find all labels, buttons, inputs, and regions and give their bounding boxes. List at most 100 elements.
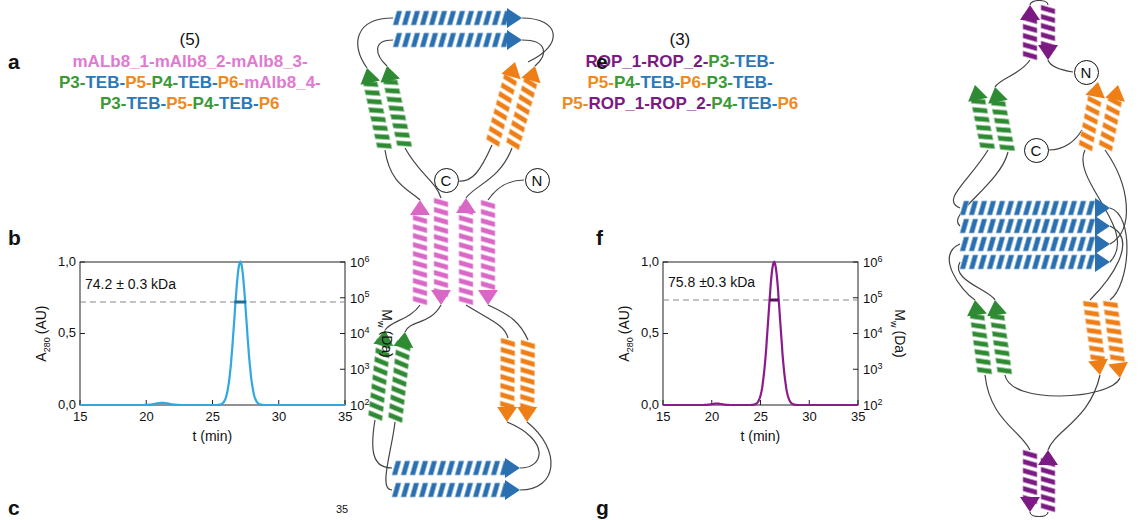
helix-turn-back: [1041, 14, 1055, 23]
helix-turn-front: [410, 461, 419, 475]
helix-turn-back: [413, 287, 427, 296]
helix-turn-back: [1023, 468, 1037, 477]
helix-turn-front: [996, 255, 1005, 269]
helix-turn-back: [996, 124, 1011, 136]
sequence-module: TEB-: [219, 94, 259, 113]
helix-turn-front: [1077, 201, 1086, 215]
helix-turn-front: [1014, 201, 1023, 215]
helix-turn-front: [481, 227, 495, 236]
helix-turn-back: [474, 11, 483, 25]
power-exponent: 2: [364, 397, 369, 407]
helix-turn-front: [1014, 237, 1023, 251]
x-axis-title: t (min): [193, 428, 233, 444]
sequence-module: P3-: [100, 94, 126, 113]
helix-turn-front: [996, 356, 1011, 367]
power-exponent: 3: [364, 361, 369, 371]
helix-turn-front: [960, 255, 969, 269]
helix-turn-back: [385, 85, 401, 97]
helix-turn-front: [500, 374, 514, 383]
helix-turn-back: [434, 243, 448, 252]
helix-turn-back: [410, 461, 419, 475]
helix-turn-front: [429, 11, 438, 25]
sequence-module: P6-: [680, 73, 706, 92]
helix-turn-back: [960, 201, 969, 215]
helix-turn-back: [1014, 255, 1023, 269]
helix-turn-back: [483, 11, 492, 25]
helix-turn-front: [960, 219, 969, 233]
mw-trace: [770, 299, 779, 302]
helix-turn-front: [392, 461, 401, 475]
helix-turn-front: [410, 483, 419, 497]
sequence-module: P3-: [59, 73, 85, 92]
helix-turn-back: [987, 219, 996, 233]
x-axis-title-box: t (min): [193, 428, 233, 444]
alpha-helix: [377, 64, 415, 150]
mass-dashed-line: [663, 299, 858, 300]
axis-subscript: w: [889, 321, 899, 328]
sequence-module: ROP_2-: [647, 52, 708, 71]
helix-turn-back: [987, 237, 996, 251]
loop: [1110, 208, 1127, 300]
helix-turn-front: [1023, 51, 1037, 60]
loop: [995, 60, 1030, 87]
helix-turn-front: [1023, 255, 1032, 269]
helix-turn-back: [394, 129, 410, 141]
helix-turn-front: [1032, 219, 1041, 233]
sequence-module: P3-: [707, 73, 733, 92]
helix-turn-front: [1068, 201, 1077, 215]
alpha-helix: [1038, 5, 1058, 60]
helix-turn-front: [392, 483, 401, 497]
helix-turn-front: [1023, 33, 1037, 42]
helix-turn-front: [1068, 255, 1077, 269]
helix-turn-front: [481, 263, 495, 272]
mw-tick: [340, 262, 345, 263]
helix-turn-back: [482, 483, 491, 497]
helix-arrowhead: [985, 85, 1008, 104]
helix-turn-back: [370, 392, 385, 402]
helix-turn-front: [994, 115, 1009, 127]
helix-turn-front: [500, 392, 514, 401]
helix-turn-back: [376, 140, 392, 152]
y-tick: [80, 262, 85, 263]
helix-turn-back: [369, 105, 385, 117]
helix-turn-back: [390, 394, 405, 404]
mw-tick: [853, 297, 858, 298]
helix-turn-back: [365, 87, 381, 99]
helix-turn-back: [501, 356, 515, 365]
helix-turn-front: [455, 483, 464, 497]
helix-turn-back: [1050, 237, 1059, 251]
helix-turn-front: [1050, 237, 1059, 251]
helix-turn-back: [396, 138, 412, 150]
helix-turn-back: [481, 200, 495, 209]
helix-turn-back: [1041, 237, 1050, 251]
helix-turn-back: [996, 255, 1005, 269]
helix-turn-front: [392, 377, 407, 387]
loop: [522, 40, 544, 66]
helix-turn-front: [389, 103, 405, 115]
power-base: 10: [350, 326, 364, 341]
y-tick-label-box: 1,0: [641, 255, 659, 270]
sequence-module: P6: [259, 94, 280, 113]
helix-turn-back: [996, 219, 1005, 233]
helix-arrowhead: [377, 64, 400, 83]
helix-turn-front: [376, 140, 392, 152]
sequence-module: mAlb8_4-: [244, 73, 321, 92]
helix-turn-back: [1023, 51, 1037, 60]
helix-turn-back: [374, 131, 390, 143]
helix-turn-back: [978, 237, 987, 251]
helix-turn-front: [1023, 237, 1032, 251]
helix-arrowhead: [1105, 83, 1128, 102]
helix-turn-front: [429, 33, 438, 47]
loop: [1048, 60, 1073, 72]
x-axis-title: t (min): [741, 428, 781, 444]
helix-turn-back: [1014, 237, 1023, 251]
helix-turn-back: [372, 122, 388, 134]
helix-turn-front: [969, 255, 978, 269]
helix-turn-front: [501, 365, 515, 374]
loop: [466, 148, 512, 198]
helix-turn-front: [1041, 23, 1055, 32]
helix-arrowhead: [985, 299, 1007, 317]
helix-turn-front: [1041, 503, 1055, 512]
mw-tick-label: 105: [863, 289, 882, 306]
loop: [378, 40, 393, 66]
